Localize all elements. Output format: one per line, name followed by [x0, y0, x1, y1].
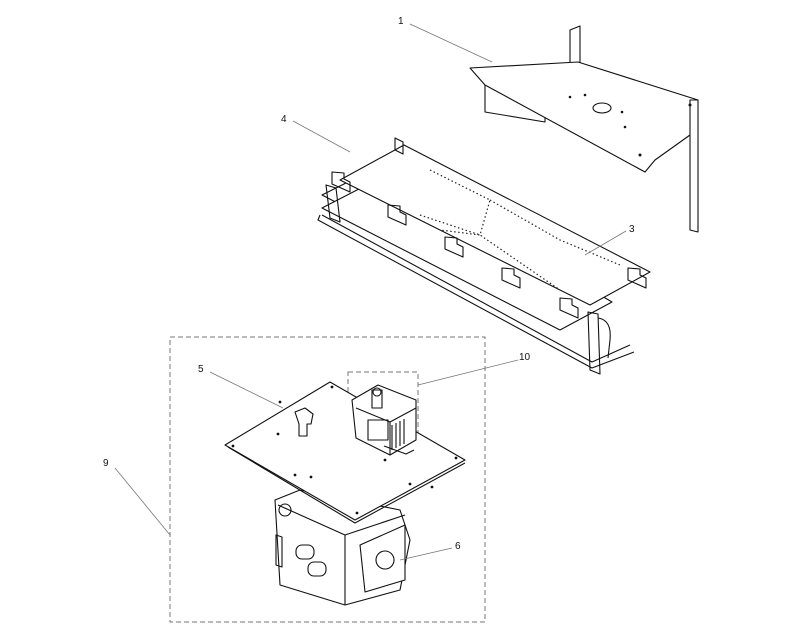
callout-6: 6	[455, 541, 461, 552]
leader-4	[292, 120, 351, 153]
leader-3	[584, 230, 627, 256]
leader-10	[417, 359, 519, 386]
callout-5: 5	[198, 364, 204, 375]
leader-9	[114, 467, 171, 536]
part-1-bracket	[469, 25, 699, 233]
assembly-9-outline	[169, 336, 486, 623]
leader-6	[399, 547, 453, 561]
part-5-plate	[224, 381, 466, 524]
part-3-4-tray-frame	[317, 137, 651, 375]
callout-10: 10	[519, 352, 531, 363]
leader-1	[409, 23, 493, 63]
leader-5	[209, 371, 284, 409]
callout-3: 3	[629, 224, 635, 235]
part-6-housing	[274, 489, 411, 606]
callout-4: 4	[281, 114, 287, 125]
callout-1: 1	[398, 16, 404, 27]
part-10-transformer	[351, 384, 417, 456]
callout-9: 9	[103, 458, 109, 469]
